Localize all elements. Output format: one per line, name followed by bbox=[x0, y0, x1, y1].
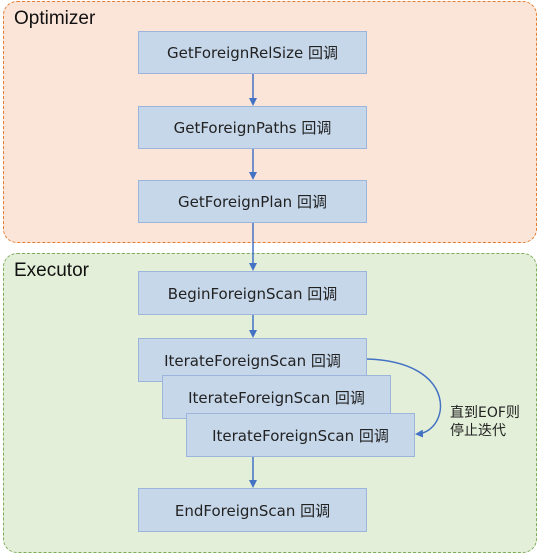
get-foreign-plan-box: GetForeignPlan 回调 bbox=[138, 180, 367, 223]
iterate-foreign-scan-box-2: IterateForeignScan 回调 bbox=[162, 375, 391, 419]
get-foreign-paths-box: GetForeignPaths 回调 bbox=[138, 106, 367, 149]
loop-note: 直到EOF则 停止迭代 bbox=[450, 404, 540, 440]
loop-note-line-1: 直到EOF则 bbox=[450, 405, 520, 421]
optimizer-title: Optimizer bbox=[14, 8, 96, 29]
iterate-foreign-scan-box-3: IterateForeignScan 回调 bbox=[186, 413, 415, 457]
begin-foreign-scan-box: BeginForeignScan 回调 bbox=[138, 271, 367, 315]
get-foreign-rel-size-box: GetForeignRelSize 回调 bbox=[138, 31, 367, 74]
loop-arrow bbox=[366, 358, 442, 438]
loop-note-line-2: 停止迭代 bbox=[450, 423, 506, 439]
iterate-foreign-scan-box-1: IterateForeignScan 回调 bbox=[138, 338, 367, 382]
end-foreign-scan-box: EndForeignScan 回调 bbox=[138, 488, 367, 532]
executor-title: Executor bbox=[14, 260, 89, 281]
